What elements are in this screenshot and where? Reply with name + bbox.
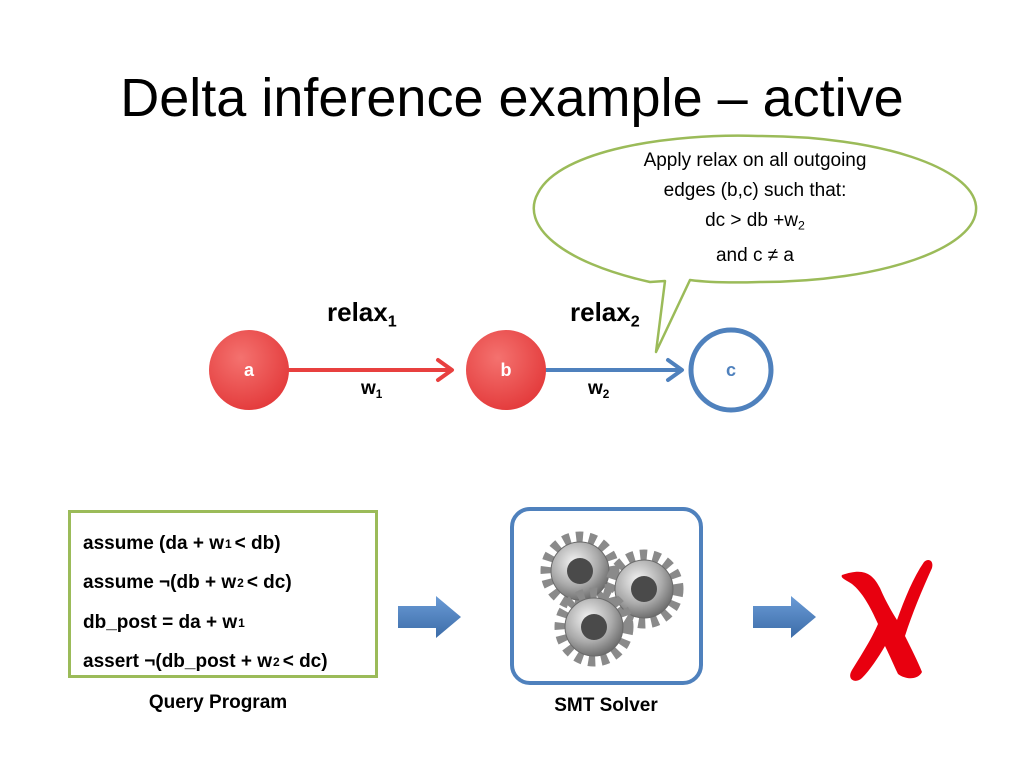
- query-line-4-tail: < dc): [282, 651, 328, 672]
- callout-line-3: dc > db +w2: [575, 206, 935, 241]
- relax-2-label: relax2: [570, 297, 640, 337]
- weight-2-label: w2: [588, 378, 609, 406]
- query-line-2: assume ¬(db + w2< dc): [83, 571, 292, 595]
- weight-1-text: w: [361, 378, 376, 399]
- relax-1-label: relax1: [327, 297, 397, 337]
- slide-title: Delta inference example – active: [120, 68, 904, 128]
- callout-condition-text: dc > db +w: [705, 210, 799, 231]
- edge-b-c: [545, 358, 684, 382]
- callout-bubble: [532, 134, 978, 354]
- gear-bottom: [554, 587, 634, 667]
- query-line-4-subscript: 2: [273, 655, 280, 669]
- relax-1-text: relax: [327, 297, 388, 327]
- query-line-1-text: assume (da + w: [83, 533, 224, 554]
- query-program-caption: Query Program: [148, 692, 288, 713]
- query-line-4-text: assert ¬(db_post + w: [83, 651, 273, 672]
- node-a-label: a: [243, 360, 254, 380]
- callout-line-2: edges (b,c) such that:: [663, 180, 847, 201]
- query-line-1-subscript: 1: [224, 537, 232, 551]
- node-c-label: c: [725, 360, 736, 380]
- flow-arrow-to-solver: [398, 596, 461, 638]
- query-line-4: assert ¬(db_post + w2< dc): [83, 650, 328, 674]
- callout-line-1: Apply relax on all outgoing: [643, 150, 867, 171]
- query-line-2-tail: < dc): [246, 572, 292, 593]
- node-a-circle: [209, 330, 289, 410]
- query-program-box: assume (da + w1< db) assume ¬(db + w2< d…: [68, 510, 378, 678]
- gears-icon: [540, 531, 684, 667]
- smt-solver-box: [510, 507, 703, 685]
- smt-solver-caption: SMT Solver: [554, 695, 658, 716]
- node-b-circle: [466, 330, 546, 410]
- query-line-2-text: assume ¬(db + w: [83, 572, 237, 593]
- query-line-1: assume (da + w1< db): [83, 532, 281, 556]
- flow-arrow-to-result: [753, 596, 816, 638]
- callout-text: Apply relax on all outgoing edges (b,c) …: [575, 146, 935, 271]
- relax-2-subscript: 2: [630, 312, 640, 331]
- query-line-2-subscript: 2: [237, 576, 244, 590]
- node-b-label: b: [500, 360, 512, 380]
- weight-2-subscript: 2: [602, 388, 610, 402]
- weight-2-text: w: [588, 378, 603, 399]
- callout-condition-subscript: 2: [798, 218, 805, 233]
- callout-line-4: and c ≠ a: [715, 244, 795, 266]
- edge-a-b: [288, 358, 454, 382]
- query-line-1-tail: < db): [234, 533, 281, 554]
- gear-right: [604, 549, 684, 629]
- node-c-circle: [688, 327, 774, 413]
- query-line-3-subscript: 1: [238, 616, 245, 630]
- weight-1-label: w1: [361, 378, 382, 406]
- red-x-icon: [841, 560, 933, 681]
- weight-1-subscript: 1: [375, 388, 383, 402]
- query-line-3: db_post = da + w1: [83, 611, 248, 635]
- relax-2-text: relax: [570, 297, 631, 327]
- relax-1-subscript: 1: [387, 312, 397, 331]
- query-line-3-text: db_post = da + w: [83, 612, 238, 633]
